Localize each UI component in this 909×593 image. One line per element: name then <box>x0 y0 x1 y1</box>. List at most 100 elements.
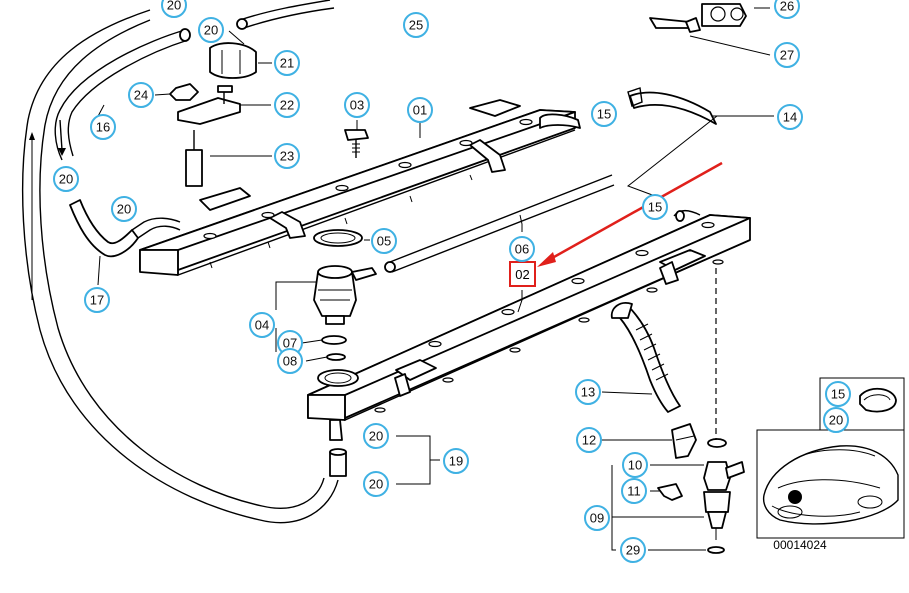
callout-24[interactable]: 24 <box>128 82 154 108</box>
callout-29[interactable]: 29 <box>620 537 646 563</box>
callout-25[interactable]: 25 <box>403 12 429 38</box>
callout-11[interactable]: 11 <box>621 478 647 504</box>
callout-08[interactable]: 08 <box>277 348 303 374</box>
callout-label: 14 <box>783 110 797 125</box>
fuel-rail-upper <box>139 99 581 277</box>
callout-label: 21 <box>280 56 294 71</box>
callout-circle <box>407 97 433 123</box>
callout-circle <box>443 448 469 474</box>
callout-04[interactable]: 04 <box>249 312 275 338</box>
callout-06[interactable]: 06 <box>509 236 535 262</box>
callout-21[interactable]: 21 <box>274 50 300 76</box>
callout-label: 04 <box>255 318 269 333</box>
callout-20[interactable]: 20 <box>198 17 224 43</box>
callout-20[interactable]: 20 <box>363 471 389 497</box>
callout-15[interactable]: 15 <box>642 194 668 220</box>
callout-circle <box>344 92 370 118</box>
callout-circle <box>584 505 610 531</box>
callout-label: 25 <box>409 18 423 33</box>
seal-05 <box>313 229 363 247</box>
highlight-arrow <box>537 161 723 267</box>
screw-03 <box>344 129 369 158</box>
fitting-19 <box>329 419 347 477</box>
callout-circle <box>622 452 648 478</box>
callout-circle <box>509 236 535 262</box>
callout-label: 20 <box>369 477 383 492</box>
callout-circle <box>777 104 803 130</box>
callout-circle <box>274 50 300 76</box>
callout-01[interactable]: 01 <box>407 97 433 123</box>
callout-15[interactable]: 15 <box>825 381 851 407</box>
callout-label: 20 <box>369 429 383 444</box>
connector-12 <box>671 423 697 459</box>
injector-09 <box>703 438 745 554</box>
hose-17 <box>69 199 181 258</box>
callout-label: 08 <box>283 354 297 369</box>
return-hose <box>21 9 339 524</box>
callout-label: 13 <box>581 385 595 400</box>
callout-circle <box>620 537 646 563</box>
callout-label: 20 <box>167 0 181 13</box>
callout-label: 12 <box>582 433 596 448</box>
callout-label: 15 <box>648 200 662 215</box>
callout-label: 20 <box>59 172 73 187</box>
clamp-26 <box>701 3 747 27</box>
callout-10[interactable]: 10 <box>622 452 648 478</box>
callout-label: 15 <box>597 107 611 122</box>
clip-11 <box>657 483 683 501</box>
callout-09[interactable]: 09 <box>584 505 610 531</box>
callout-22[interactable]: 22 <box>274 92 300 118</box>
callout-circle <box>249 312 275 338</box>
callout-20[interactable]: 20 <box>161 0 187 18</box>
callout-circle <box>575 379 601 405</box>
callout-circle <box>823 407 849 433</box>
part-02-label[interactable]: 02 <box>515 267 529 282</box>
hose-top <box>236 0 335 30</box>
callout-15[interactable]: 15 <box>591 101 617 127</box>
fuel-line-06 <box>384 174 615 273</box>
fuel-rail-lower <box>307 214 751 422</box>
callout-03[interactable]: 03 <box>344 92 370 118</box>
callout-circle <box>128 82 154 108</box>
callout-circle <box>90 114 116 140</box>
callout-label: 03 <box>350 98 364 113</box>
callout-circle <box>274 143 300 169</box>
callout-12[interactable]: 12 <box>576 427 602 453</box>
diagram-code: 00014024 <box>773 538 827 552</box>
callout-14[interactable]: 14 <box>777 104 803 130</box>
callout-circle <box>825 381 851 407</box>
callout-23[interactable]: 23 <box>274 143 300 169</box>
callout-13[interactable]: 13 <box>575 379 601 405</box>
callout-16[interactable]: 16 <box>90 114 116 140</box>
callout-circle <box>371 228 397 254</box>
callout-17[interactable]: 17 <box>84 287 110 313</box>
callout-26[interactable]: 26 <box>774 0 800 19</box>
hose-14 <box>627 87 717 125</box>
callout-circle <box>111 196 137 222</box>
callout-circle <box>591 101 617 127</box>
callout-circle <box>576 427 602 453</box>
callout-05[interactable]: 05 <box>371 228 397 254</box>
callout-19[interactable]: 19 <box>443 448 469 474</box>
callout-circle <box>161 0 187 18</box>
callout-20[interactable]: 20 <box>363 423 389 449</box>
bracket-22 <box>177 85 241 125</box>
callout-circle <box>198 17 224 43</box>
callout-label: 09 <box>590 511 604 526</box>
callout-label: 20 <box>204 23 218 38</box>
callout-circle <box>363 471 389 497</box>
callout-circle <box>621 478 647 504</box>
callout-27[interactable]: 27 <box>774 42 800 68</box>
callout-label: 20 <box>117 202 131 217</box>
callout-circle <box>774 42 800 68</box>
callout-20[interactable]: 20 <box>111 196 137 222</box>
vacuum-hose-13 <box>610 302 681 413</box>
callout-label: 23 <box>280 149 294 164</box>
callout-label: 01 <box>413 103 427 118</box>
callout-20[interactable]: 20 <box>53 166 79 192</box>
callout-20[interactable]: 20 <box>823 407 849 433</box>
callout-label: 22 <box>280 98 294 113</box>
highlight-box <box>509 261 536 287</box>
